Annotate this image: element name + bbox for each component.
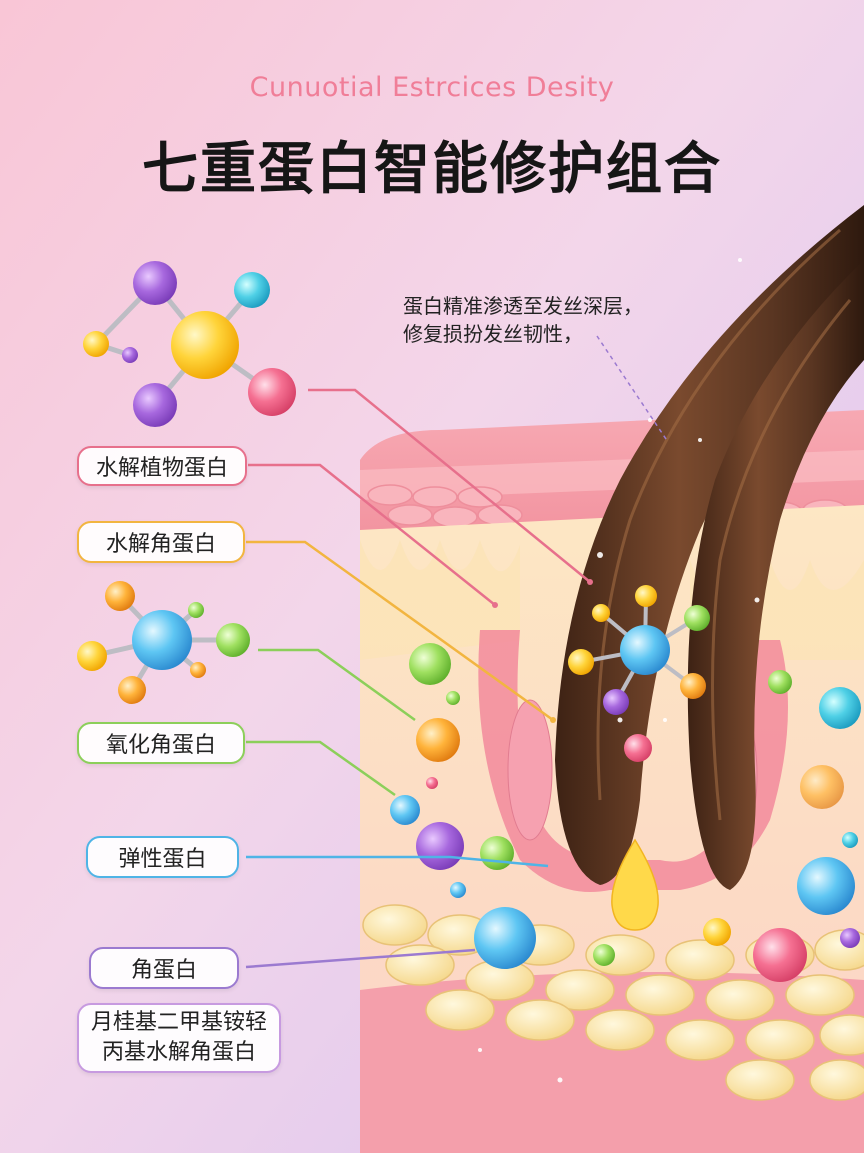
callout-line-1: 蛋白精准渗透至发丝深层， <box>403 294 643 318</box>
label-elastin: 弹性蛋白 <box>86 836 239 878</box>
callout-line-2: 修复损扮发丝韧性， <box>403 322 583 346</box>
subtitle: Cunuotial Estrcices Desity <box>249 72 615 103</box>
label-hydrolyzed-plant-protein: 水解植物蛋白 <box>77 446 247 486</box>
label-keratin: 角蛋白 <box>89 947 239 989</box>
label-hydrolyzed-keratin: 水解角蛋白 <box>77 521 245 563</box>
label-lauryldimonium-hydroxypropyl-hydrolyzed-keratin: 月桂基二甲基铵轻 丙基水解角蛋白 <box>77 1003 281 1073</box>
label-line-2: 丙基水解角蛋白 <box>101 1040 256 1065</box>
label-oxidized-keratin: 氧化角蛋白 <box>77 722 245 764</box>
oil-droplet <box>611 838 659 931</box>
hair-strand <box>555 205 864 890</box>
callout-text: 蛋白精准渗透至发丝深层， 修复损扮发丝韧性， <box>403 292 643 348</box>
page-title: 七重蛋白智能修护组合 <box>142 137 722 202</box>
label-line-1: 月桂基二甲基铵轻 <box>90 1010 267 1035</box>
